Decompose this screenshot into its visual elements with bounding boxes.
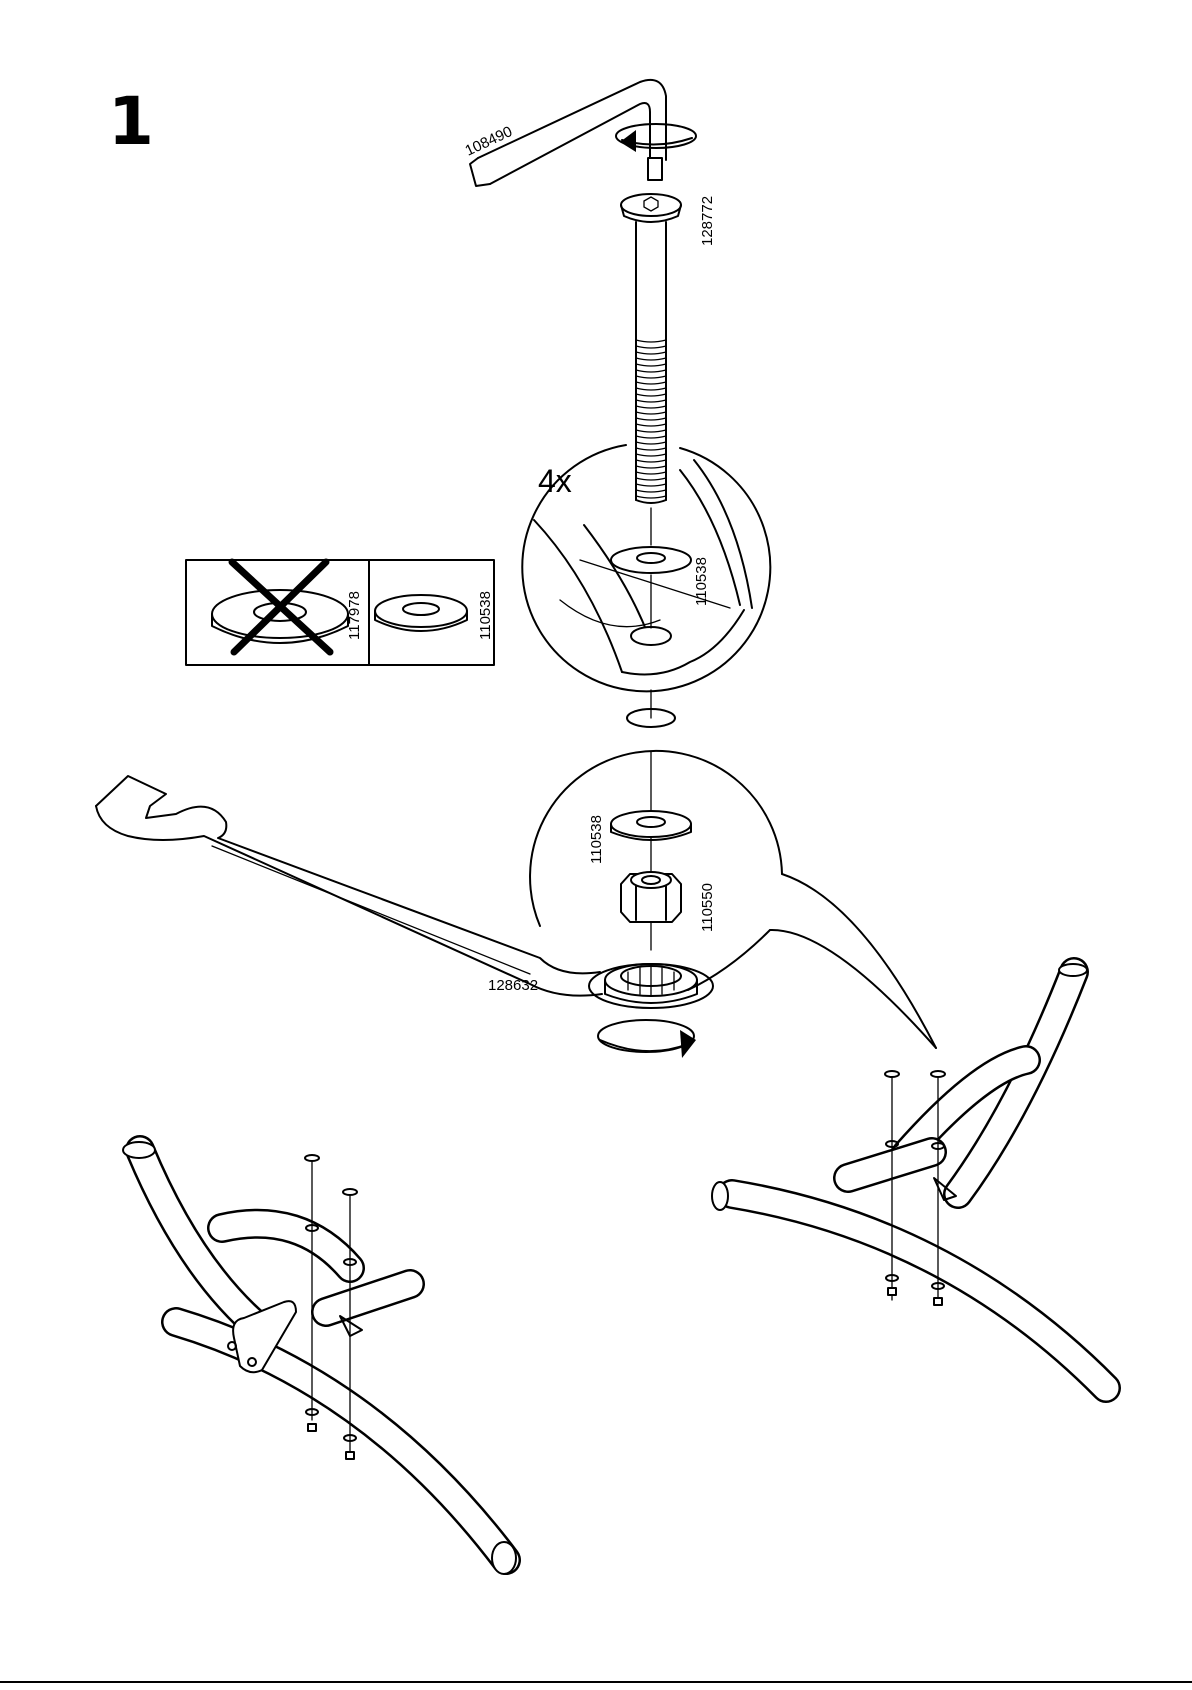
washer-icon [611, 508, 691, 628]
allen-key-part-number: 108490 [463, 123, 516, 160]
wrong-washer [212, 590, 348, 643]
rotate-arrow-icon [616, 124, 696, 152]
nut-part-number: 110550 [699, 883, 716, 932]
nut-icon [621, 872, 681, 922]
wrench-part-number: 128632 [488, 977, 538, 994]
step-number: 1 [108, 83, 154, 160]
hole-marker [627, 690, 675, 727]
socket-icon [605, 964, 697, 1003]
detail-circle-lower [530, 751, 936, 1048]
washer-part-number-lower: 110538 [588, 815, 605, 864]
bolt-thread [636, 340, 666, 498]
washer-lower-icon [611, 811, 691, 840]
correct-washer-part-number: 110538 [477, 591, 494, 640]
washer-comparison-box: 117978 110538 [186, 560, 494, 665]
frame-right-icon [712, 964, 1106, 1388]
quantity-label: 4x [538, 463, 572, 499]
frame-left-icon [123, 1142, 516, 1574]
wrong-washer-part-number: 117978 [346, 591, 363, 640]
correct-washer [375, 595, 467, 631]
bolt-part-number: 128772 [699, 196, 716, 246]
rotate-arrow-lower-icon [598, 1020, 696, 1058]
washer-part-number-upper: 110538 [693, 557, 710, 606]
